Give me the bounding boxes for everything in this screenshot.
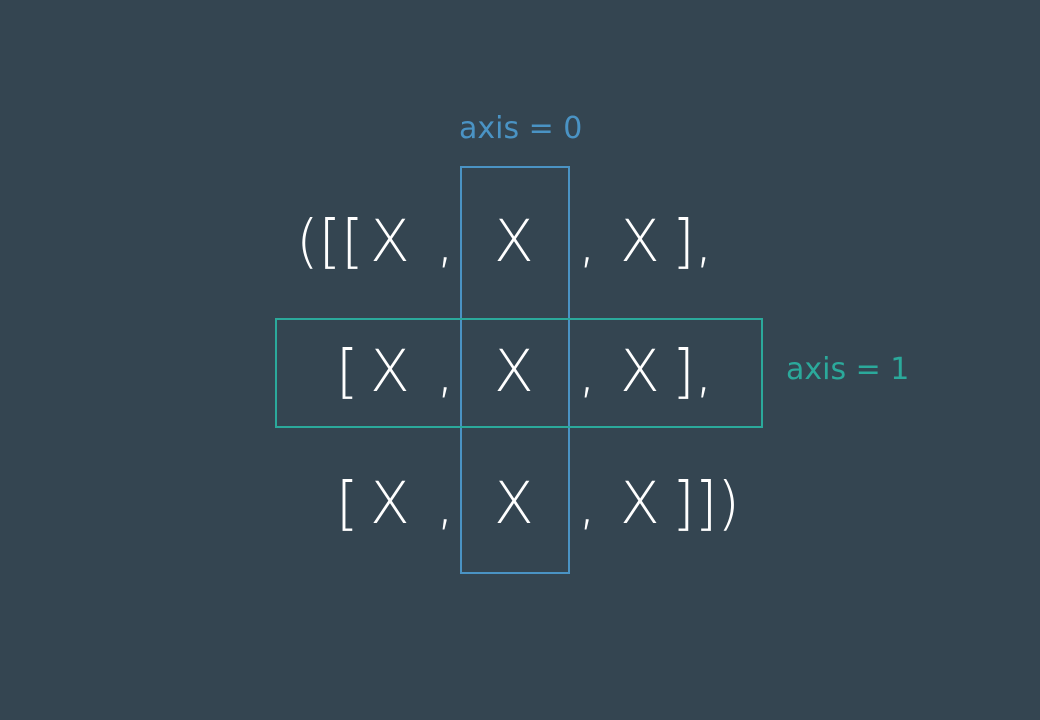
axis1-label: axis = 1	[786, 352, 910, 387]
row0-cell0: X	[370, 207, 410, 275]
row0-open-bracket: ([[	[296, 207, 364, 275]
row0-sep2: ,	[578, 207, 597, 275]
row1-cell2: X	[620, 337, 660, 405]
row0-cell2: X	[620, 207, 660, 275]
row0-cell1: X	[494, 207, 534, 275]
row1-cell1: X	[494, 337, 534, 405]
row2-cell2: X	[620, 469, 660, 537]
row2-cell1: X	[494, 469, 534, 537]
axis0-label: axis = 0	[459, 111, 583, 146]
row2-open-bracket: [	[336, 469, 359, 537]
row1-open-bracket: [	[336, 337, 359, 405]
row1-sep2: ,	[578, 337, 597, 405]
axis1-row-box	[275, 318, 763, 428]
row1-cell0: X	[370, 337, 410, 405]
row1-sep1: ,	[436, 337, 455, 405]
row2-sep1: ,	[436, 469, 455, 537]
row0-sep1: ,	[436, 207, 455, 275]
row0-close-bracket: ],	[672, 207, 714, 275]
row2-sep2: ,	[578, 469, 597, 537]
row1-close-bracket: ],	[672, 337, 714, 405]
axis0-column-box	[460, 166, 570, 574]
row2-cell0: X	[370, 469, 410, 537]
row2-close-bracket: ]])	[672, 469, 740, 537]
